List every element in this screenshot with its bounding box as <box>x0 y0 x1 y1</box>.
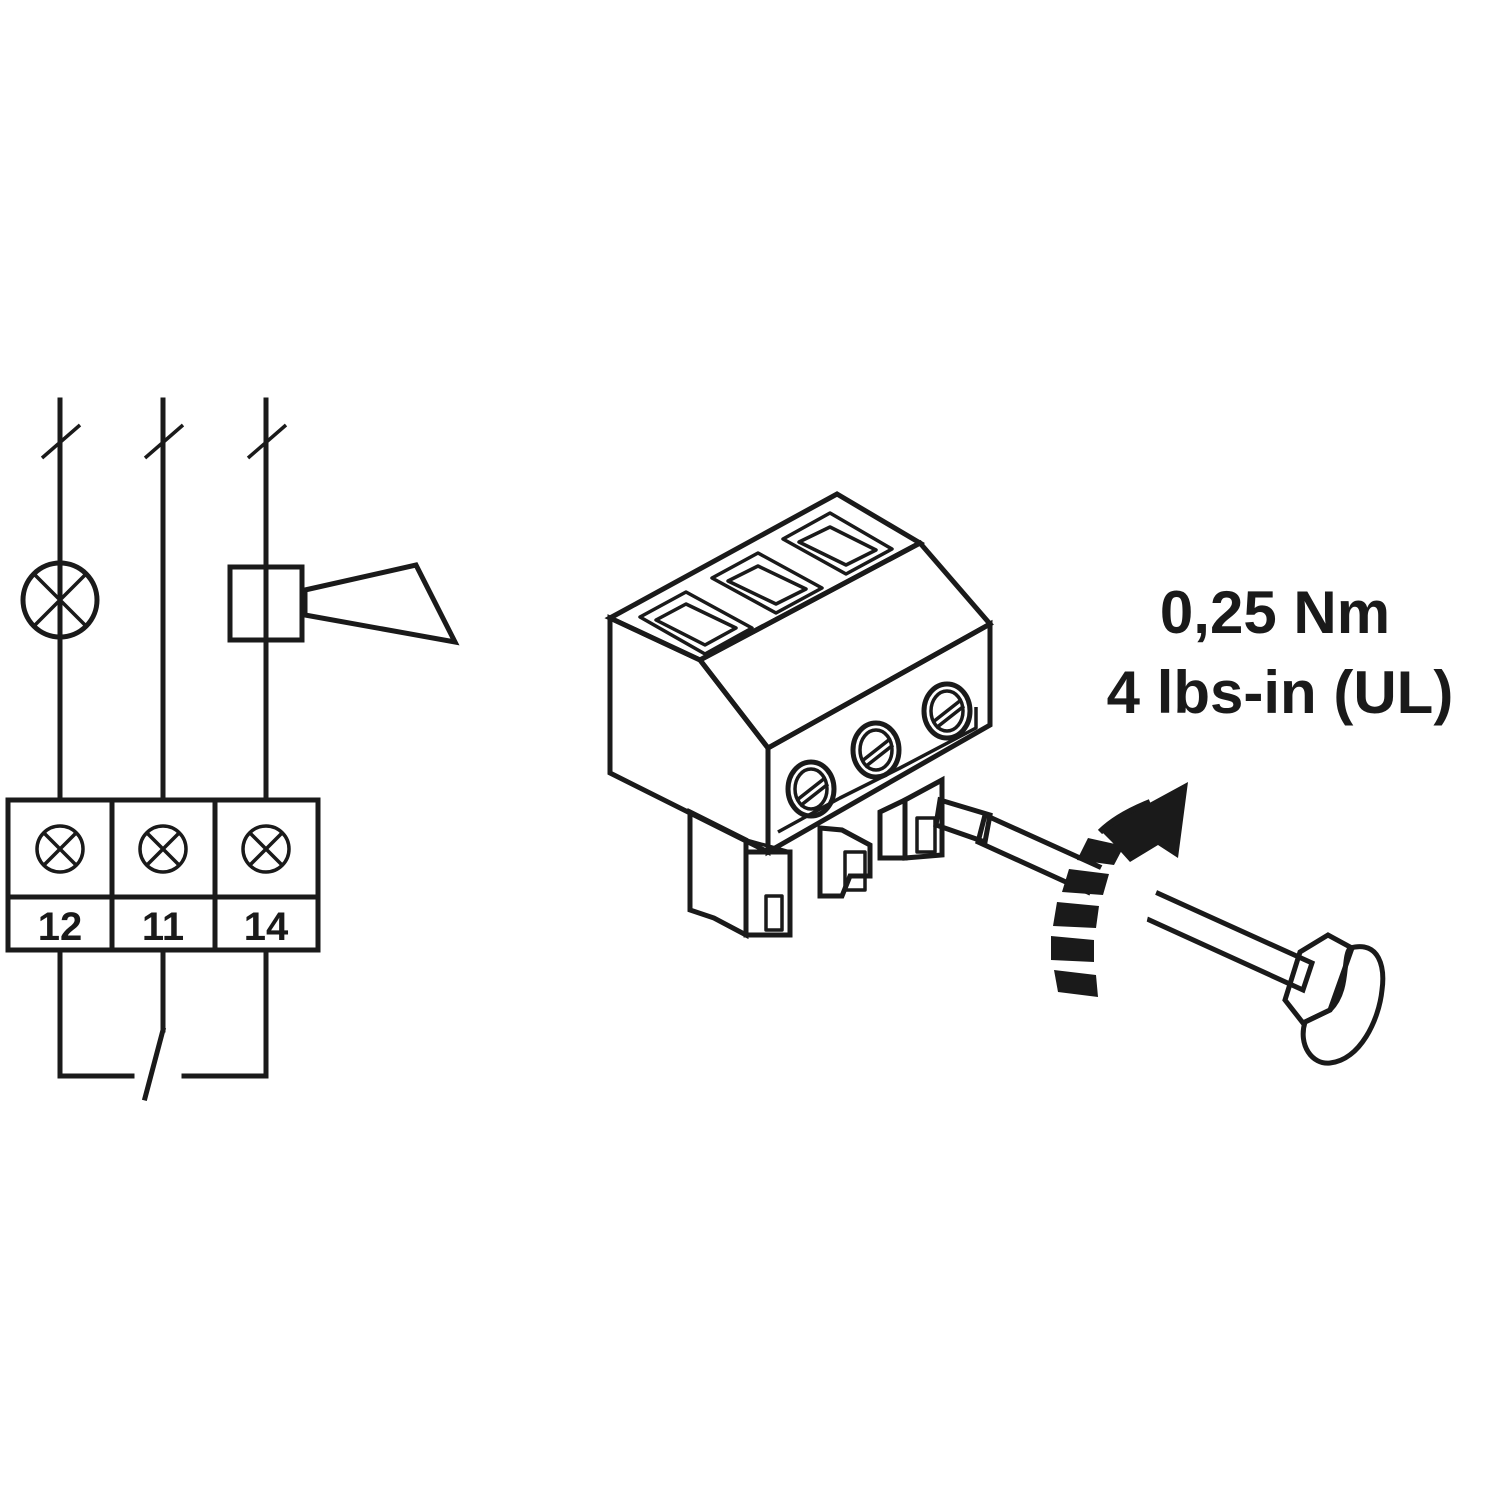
terminal-screw-icon <box>35 824 85 874</box>
wire-tick-14 <box>246 423 288 460</box>
lamp-symbol-icon <box>20 560 100 640</box>
horn-symbol-icon <box>227 562 460 646</box>
terminal-label-11: 11 <box>142 905 184 949</box>
torque-imperial: 4 lbs-in (UL) <box>1107 659 1454 726</box>
wire-entry-openings <box>638 511 894 656</box>
schematic: 12 11 14 <box>5 397 460 1102</box>
terminal-label-12: 12 <box>38 905 83 949</box>
screw-head-icon <box>850 720 902 780</box>
wire-tick-11 <box>143 423 185 460</box>
screw-head-icon <box>785 759 837 819</box>
terminal-block: 12 11 14 <box>5 797 321 953</box>
screw-head-icon <box>921 681 973 741</box>
screwdriver-icon <box>933 796 1386 1066</box>
rotation-arrow-icon <box>1051 756 1209 1008</box>
torque-metric: 0,25 Nm <box>1160 579 1390 646</box>
wire-tick-12 <box>40 423 82 460</box>
terminal-label-14: 14 <box>244 905 289 949</box>
terminal-screw-icon <box>241 824 291 874</box>
changeover-contact-icon <box>57 947 269 1102</box>
connector-pins <box>687 775 945 940</box>
terminal-screw-icon <box>138 824 188 874</box>
terminal-block-connector-icon <box>596 478 1007 953</box>
